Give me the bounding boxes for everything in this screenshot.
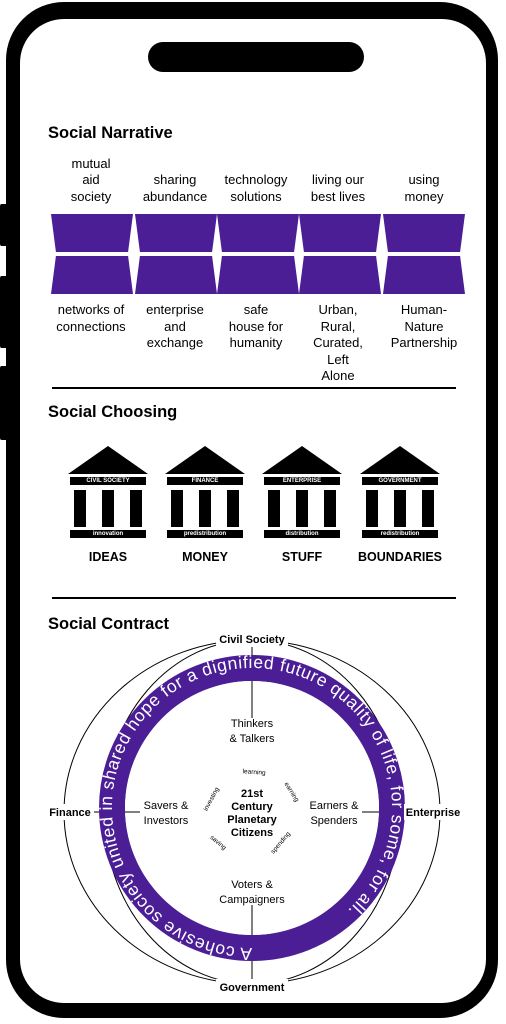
institution-pillar <box>227 490 239 527</box>
institution-function: innovation <box>70 530 146 538</box>
narrative-top-label: mutual <box>71 155 111 171</box>
narrative-top-label: sharing <box>153 172 197 187</box>
narrative-top-label: living our <box>311 172 365 187</box>
narrative-bottom-label: exchange <box>146 335 204 350</box>
center-line4: Citizens <box>231 827 273 839</box>
narrative-shape-top <box>217 214 299 252</box>
side-button-silent <box>0 204 8 246</box>
pole-left-bg <box>46 804 94 820</box>
narrative-shape-bottom <box>217 256 299 294</box>
narrative-bottom-label: Curated, <box>313 335 363 350</box>
narrative-shape-top <box>299 214 381 252</box>
section-divider <box>52 597 456 599</box>
institution-pillar <box>296 490 308 527</box>
narrative-bottom-label: Human- <box>400 302 448 317</box>
social-narrative-title: Social Narrative <box>48 124 173 142</box>
institution-function: redistribution <box>362 530 438 538</box>
institution-output: MONEY <box>182 550 228 564</box>
verb-learning: learning <box>242 768 266 777</box>
social-contract-title: Social Contract <box>48 615 170 633</box>
institution-pillar <box>74 490 86 527</box>
narrative-bottom-label: Alone <box>321 368 355 383</box>
institution-name: GOVERNMENT <box>362 477 438 485</box>
quadrant-left-line1: Savers & <box>144 800 189 812</box>
narrative-bottom-label: Rural, <box>320 318 356 334</box>
section-divider <box>52 387 456 389</box>
institution-pillar <box>268 490 280 527</box>
narrative-top-label: abundance <box>142 188 208 204</box>
institution-pillar <box>199 490 211 527</box>
institution-pillar <box>366 490 378 527</box>
narrative-bottom-label: safe <box>243 302 269 317</box>
narrative-bottom-label: networks of <box>57 302 125 317</box>
institution-pillar <box>102 490 114 527</box>
narrative-bottom-label: Partnership <box>390 335 458 350</box>
pole-finance: Finance <box>49 807 91 819</box>
narrative-bottom-label: Left <box>327 351 349 367</box>
quadrant-right-line1: Earners & <box>310 800 360 812</box>
quadrant-left-line2: Investors <box>144 815 189 827</box>
narrative-bottom-label: humanity <box>229 335 283 350</box>
quadrant-bottom-line2: Campaigners <box>219 894 285 906</box>
phone-notch <box>148 42 364 72</box>
inner-white-disc <box>125 681 379 935</box>
institution-name: CIVIL SOCIETY <box>70 477 146 485</box>
institution-pillar <box>324 490 336 527</box>
narrative-bottom-label: and <box>164 318 186 334</box>
quadrant-top-line1: Thinkers <box>231 718 274 730</box>
narrative-top-label: aid <box>82 172 100 187</box>
institution-pillar <box>130 490 142 527</box>
narrative-top-label: using <box>408 172 440 187</box>
quadrant-bottom-line1: Voters & <box>231 879 273 891</box>
purple-ring <box>99 655 405 961</box>
institution-pillar <box>422 490 434 527</box>
narrative-top-label: society <box>70 188 112 204</box>
social-choosing-title: Social Choosing <box>48 403 178 421</box>
pole-enterprise: Enterprise <box>406 807 460 819</box>
narrative-bottom-label: house for <box>228 318 284 334</box>
pole-government: Government <box>220 982 285 994</box>
side-button-volume-down <box>0 366 8 440</box>
pole-right-bg <box>404 804 462 820</box>
institution-name: ENTERPRISE <box>264 477 340 485</box>
pole-bottom-bg <box>216 979 288 995</box>
narrative-shape-top <box>51 214 133 252</box>
institution-output: BOUNDARIES <box>357 550 443 564</box>
narrative-bottom-label: Urban, <box>318 302 358 317</box>
institution-function: distribution <box>264 530 340 538</box>
institution-name: FINANCE <box>167 477 243 485</box>
narrative-shape-bottom <box>135 256 217 294</box>
narrative-shape-bottom <box>383 256 465 294</box>
center-line3: Planetary <box>227 814 277 826</box>
institution-function: predistribution <box>167 530 243 538</box>
narrative-shape-top <box>135 214 217 252</box>
narrative-bottom-label: enterprise <box>146 302 204 317</box>
narrative-top-label: solutions <box>230 188 282 204</box>
pole-top-bg <box>216 631 288 647</box>
institution-pillar <box>394 490 406 527</box>
quadrant-right-line2: Spenders <box>310 815 358 827</box>
narrative-top-label: best lives <box>310 188 366 204</box>
narrative-top-label: technology <box>224 172 288 187</box>
narrative-shape-bottom <box>51 256 133 294</box>
narrative-shape-top <box>383 214 465 252</box>
pole-civil-society: Civil Society <box>219 634 285 646</box>
narrative-bottom-label: connections <box>56 318 126 334</box>
institution-output: IDEAS <box>88 550 128 564</box>
side-button-volume-up <box>0 276 8 348</box>
narrative-bottom-label: Nature <box>404 318 444 334</box>
narrative-shape-bottom <box>299 256 381 294</box>
narrative-top-label: money <box>404 188 444 204</box>
center-line1: 21st <box>241 788 263 800</box>
center-line2: Century <box>231 801 273 813</box>
quadrant-top-line2: & Talkers <box>229 733 275 745</box>
institution-output: STUFF <box>281 550 323 564</box>
institution-pillar <box>171 490 183 527</box>
